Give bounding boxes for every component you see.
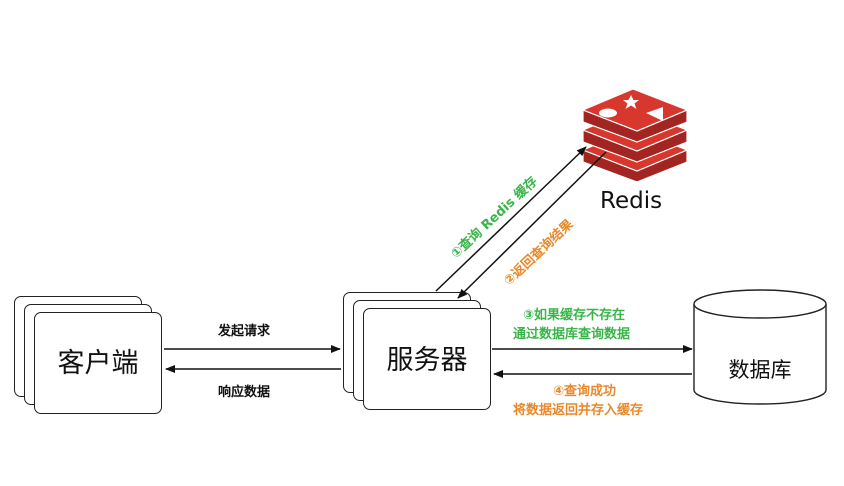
arrow-query-redis: [435, 146, 587, 292]
database-label: 数据库: [728, 358, 792, 382]
arrow-redis-return: [457, 151, 607, 299]
client-box: 客户端: [34, 312, 162, 414]
label-db-return-1: ④查询成功: [553, 384, 617, 399]
redis-logo-icon: [581, 88, 689, 181]
client-label: 客户端: [57, 348, 139, 379]
label-request: 发起请求: [218, 324, 271, 339]
redis-label: Redis: [600, 188, 663, 214]
label-response: 响应数据: [218, 385, 271, 400]
database-cylinder: [693, 289, 827, 405]
server-box: 服务器: [363, 308, 491, 410]
label-query-db-1: ③如果缓存不存在: [523, 308, 626, 323]
label-db-return-2: 将数据返回并存入缓存: [513, 403, 644, 418]
server-label: 服务器: [386, 345, 468, 376]
label-query-db-2: 通过数据库查询数据: [513, 327, 631, 342]
